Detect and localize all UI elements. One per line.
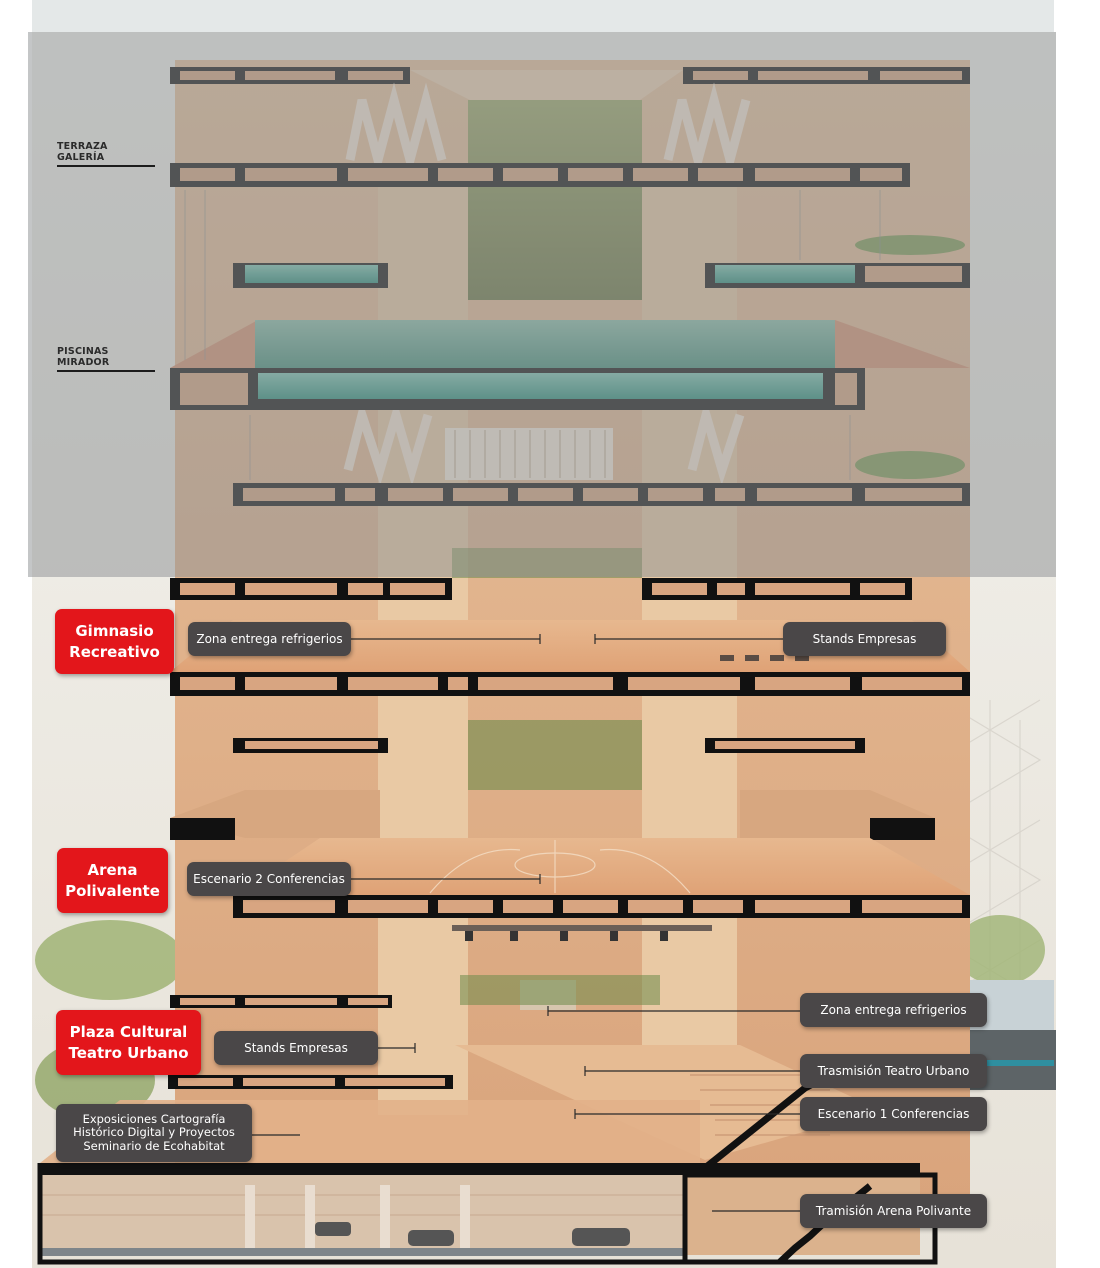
side-label-line: TERRAZA bbox=[57, 141, 108, 152]
callout-escenario-2-conferencias: Escenario 2 Conferencias bbox=[187, 862, 351, 896]
badge-line: Arena bbox=[87, 860, 138, 879]
side-label-rule bbox=[57, 165, 155, 167]
callout-line: Histórico Digital y Proyectos bbox=[73, 1125, 235, 1140]
side-label-line: GALERÍA bbox=[57, 152, 105, 163]
callout-stands-empresas-lower: Stands Empresas bbox=[214, 1031, 378, 1065]
badge-line: Plaza Cultural bbox=[69, 1022, 188, 1041]
side-label-rule bbox=[57, 370, 155, 372]
badge-gimnasio-recreativo: Gimnasio Recreativo bbox=[55, 609, 174, 674]
side-label-line: MIRADOR bbox=[57, 357, 110, 368]
callout-tramision-arena-polivante: Tramisión Arena Polivante bbox=[800, 1194, 987, 1228]
badge-line: Teatro Urbano bbox=[68, 1043, 189, 1062]
callout-line: Exposiciones Cartografía bbox=[82, 1111, 226, 1126]
badge-plaza-cultural-teatro-urbano: Plaza Cultural Teatro Urbano bbox=[56, 1010, 201, 1075]
badge-line: Gimnasio bbox=[75, 621, 154, 640]
callout-exposiciones: Exposiciones Cartografía Histórico Digit… bbox=[56, 1104, 252, 1162]
side-label-terraza-galeria: TERRAZA GALERÍA bbox=[57, 141, 157, 167]
callout-trasmision-teatro-urbano: Trasmisión Teatro Urbano bbox=[800, 1054, 987, 1088]
callout-escenario-1-conferencias: Escenario 1 Conferencias bbox=[800, 1097, 987, 1131]
callout-zona-entrega-refrigerios-lower: Zona entrega refrigerios bbox=[800, 993, 987, 1027]
callout-zona-entrega-refrigerios-upper: Zona entrega refrigerios bbox=[188, 622, 351, 656]
badge-line: Polivalente bbox=[65, 881, 160, 900]
badge-line: Recreativo bbox=[69, 642, 160, 661]
side-label-line: PISCINAS bbox=[57, 346, 109, 357]
callout-line: Seminario de Ecohabitat bbox=[83, 1138, 225, 1153]
side-label-piscinas-mirador: PISCINAS MIRADOR bbox=[57, 346, 157, 372]
callout-stands-empresas-upper: Stands Empresas bbox=[783, 622, 946, 656]
badge-arena-polivalente: Arena Polivalente bbox=[57, 848, 168, 913]
